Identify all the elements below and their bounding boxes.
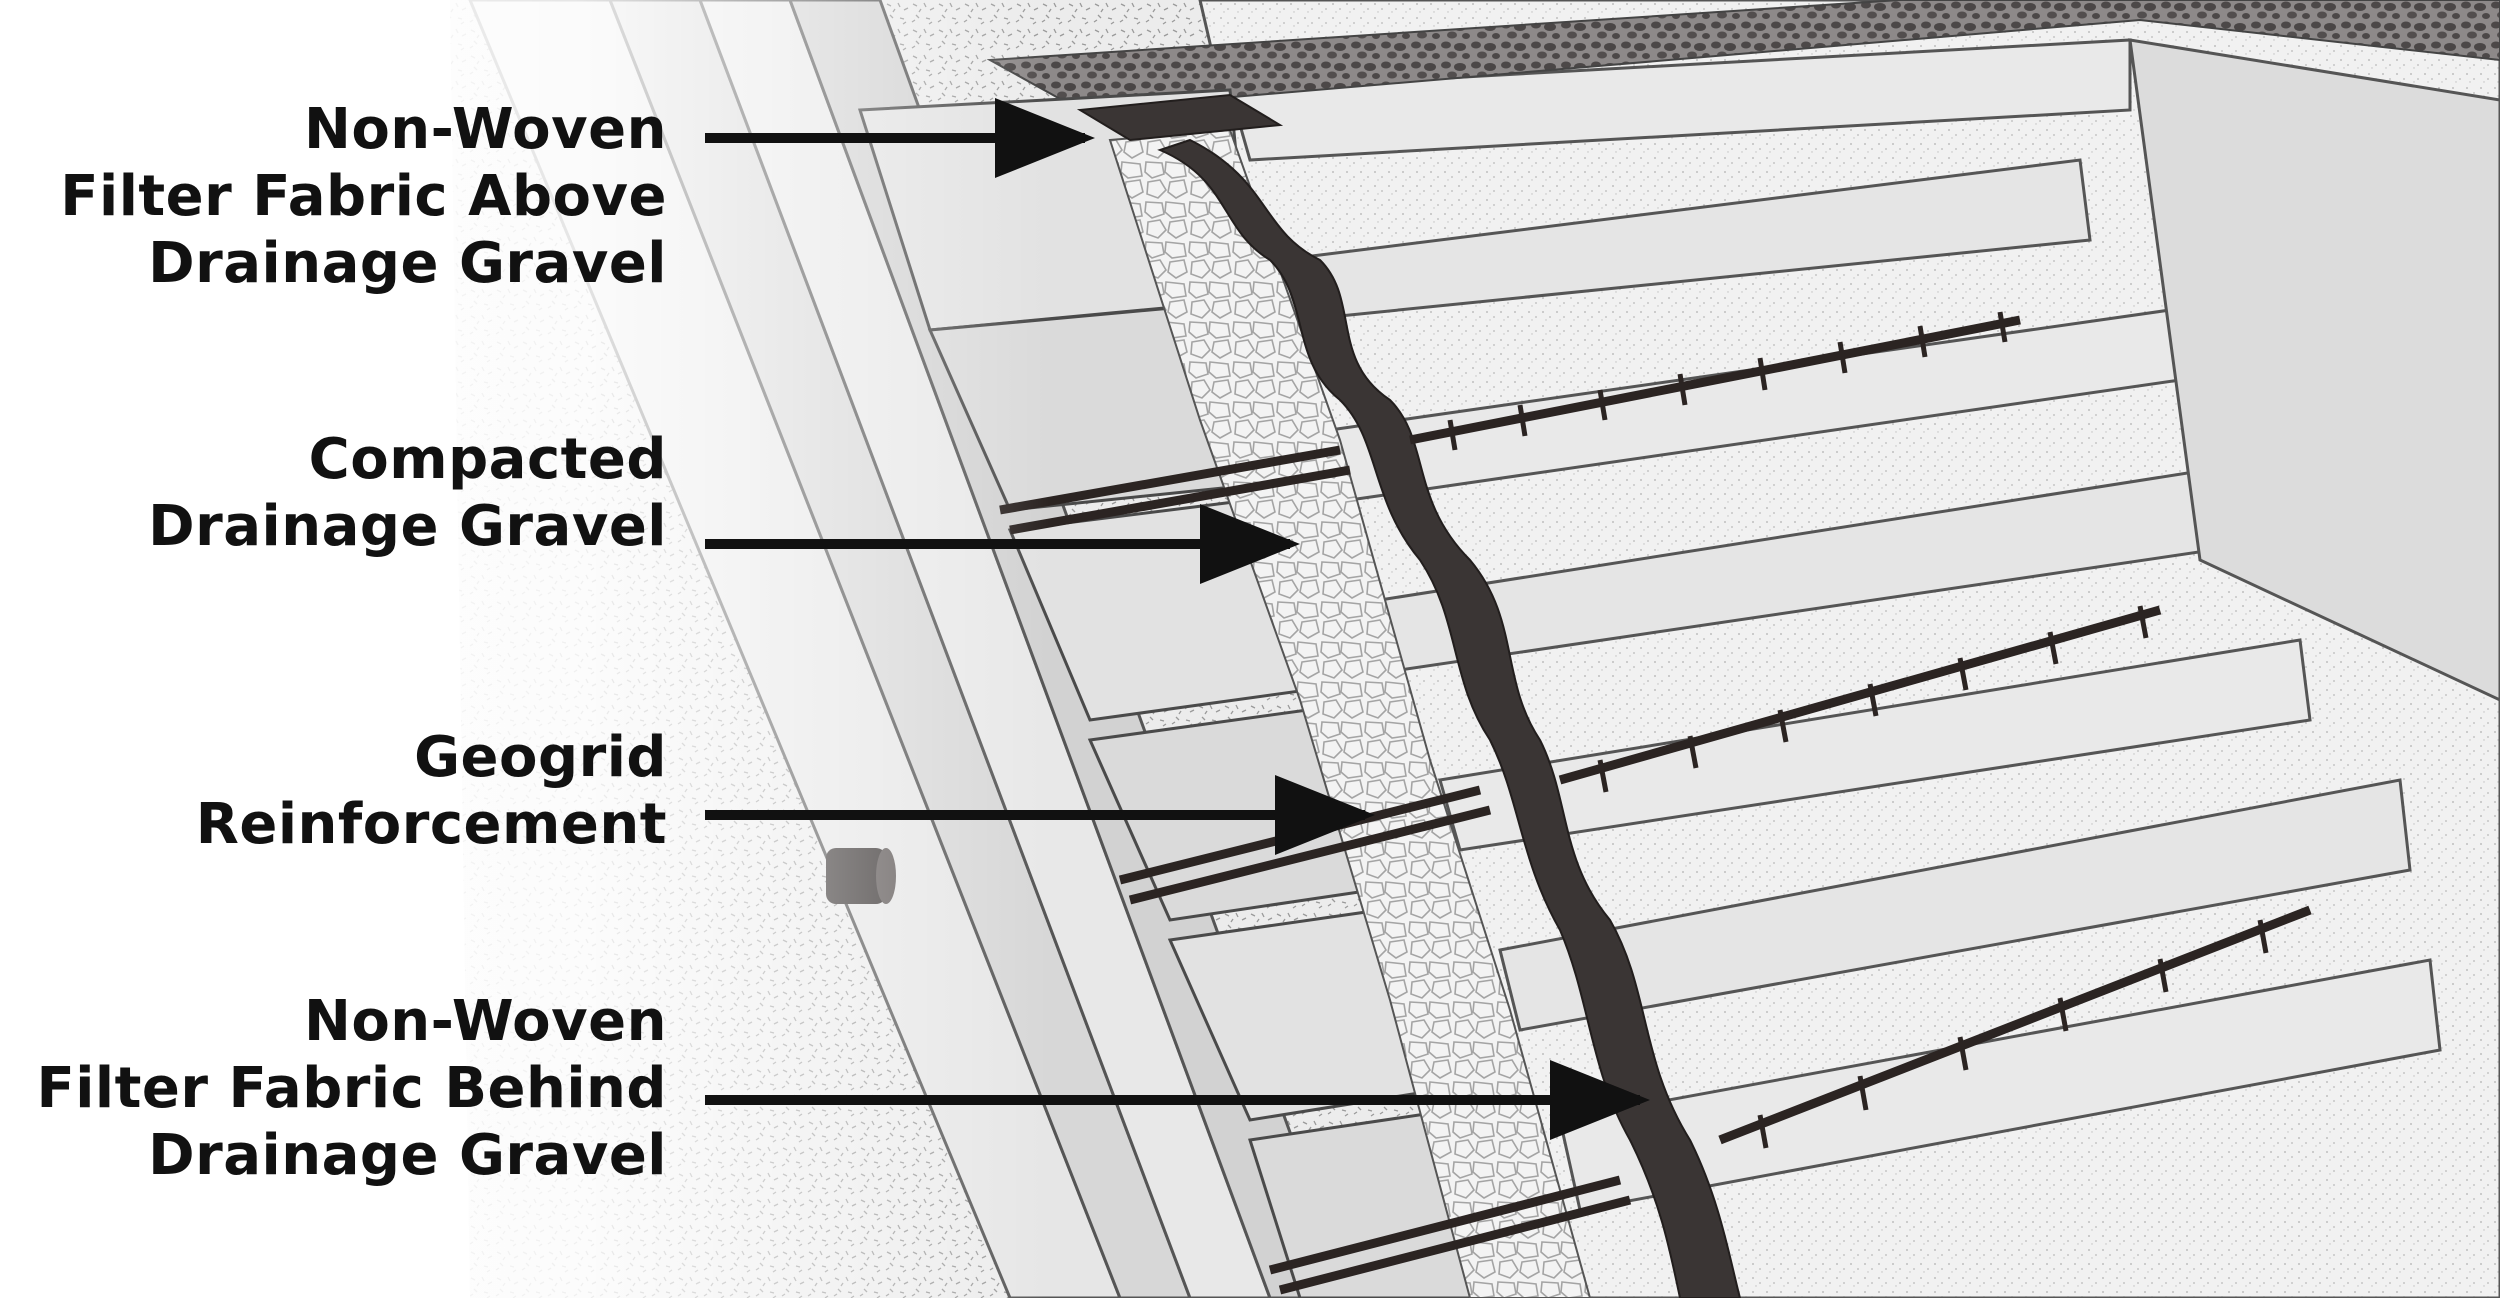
reinforced-backfill-terraces — [1198, 0, 2500, 1298]
label-line: Compacted — [308, 427, 667, 492]
label-line: Non-Woven — [303, 97, 667, 162]
label-line: Filter Fabric Behind — [36, 1056, 667, 1121]
geogrid-cross-ribs — [1447, 311, 2269, 1149]
filter-fabric-behind-gravel — [1157, 138, 1742, 1298]
label-line: Geogrid — [414, 725, 667, 790]
label-backdrop-fade — [0, 0, 1050, 1298]
filter-fabric-above-gravel — [1076, 93, 1284, 142]
label-fabric-behind-gravel: Non-Woven Filter Fabric Behind Drainage … — [0, 988, 667, 1189]
label-line: Drainage Gravel — [148, 231, 667, 296]
label-line: Non-Woven — [303, 989, 667, 1054]
label-fabric-above-gravel: Non-Woven Filter Fabric Above Drainage G… — [0, 96, 667, 297]
label-line: Drainage Gravel — [148, 494, 667, 559]
label-line: Filter Fabric Above — [60, 164, 667, 229]
label-geogrid-reinforcement: Geogrid Reinforcement — [0, 724, 667, 858]
label-line: Drainage Gravel — [148, 1123, 667, 1188]
callout-arrows — [705, 98, 1650, 1140]
label-line: Reinforcement — [195, 792, 667, 857]
label-compacted-drainage-gravel: Compacted Drainage Gravel — [0, 426, 667, 560]
geogrid-layers — [999, 315, 2312, 1295]
